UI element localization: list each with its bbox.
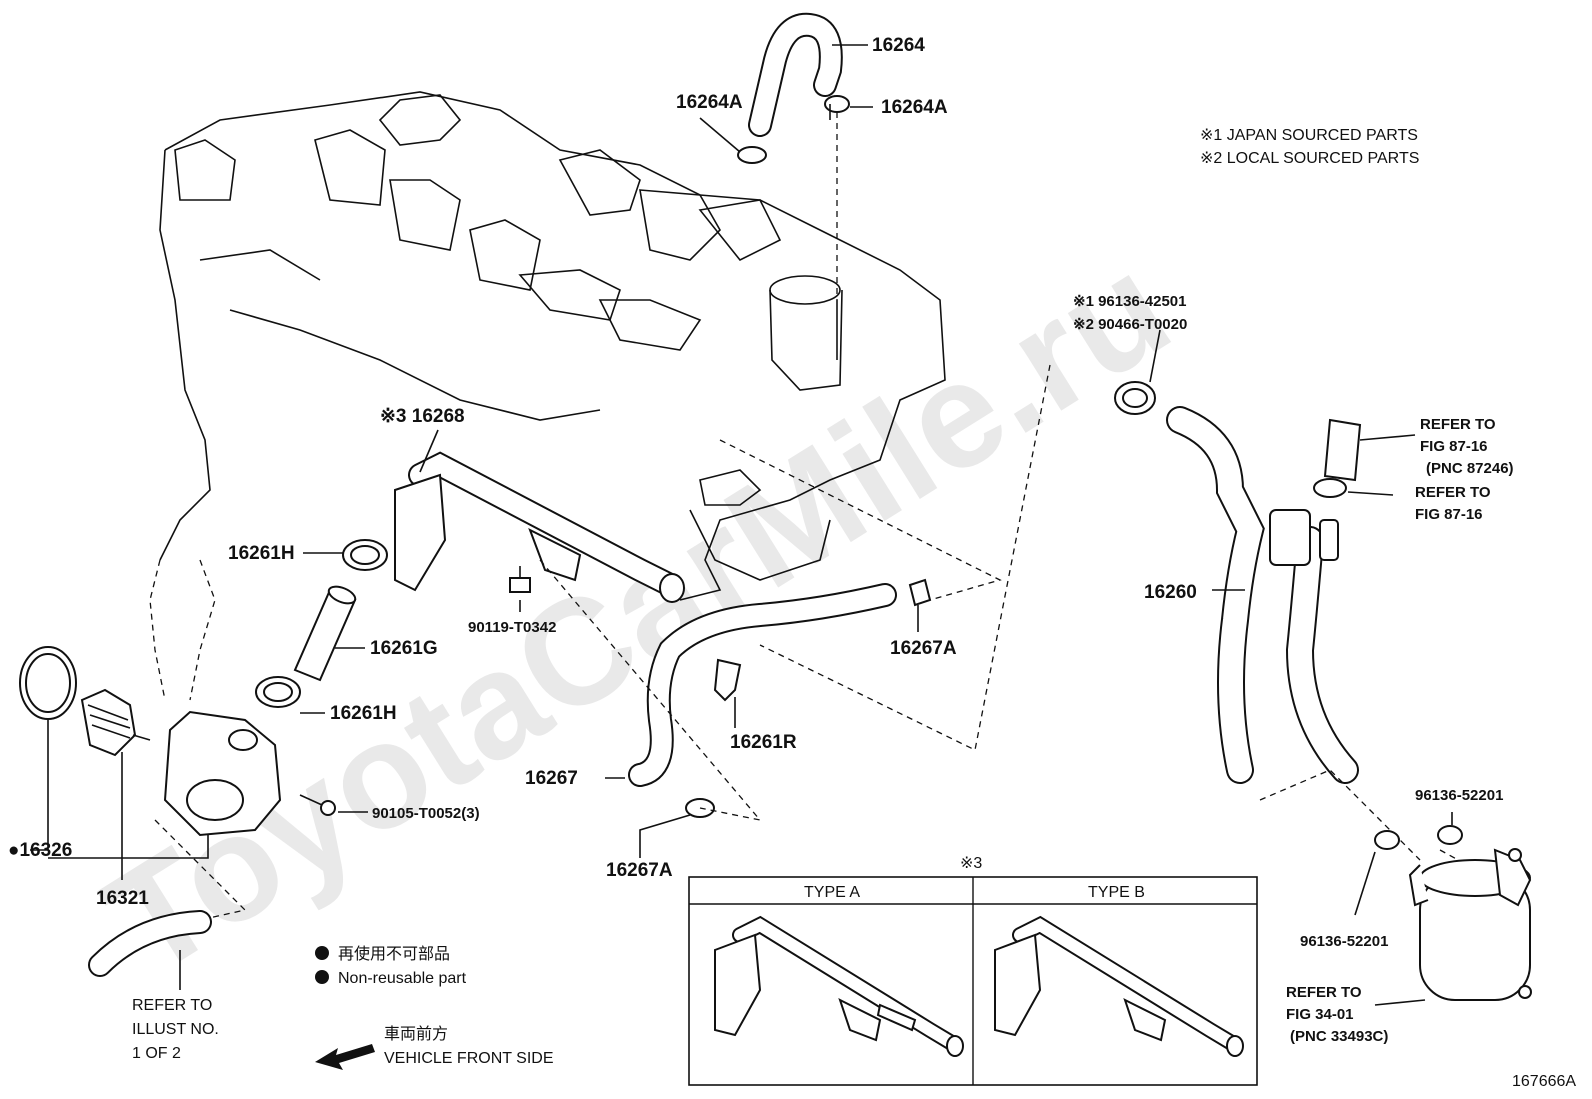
oil-cooler [1408, 848, 1532, 1001]
label-16321: 16321 [96, 888, 149, 909]
hose-16261G [293, 585, 357, 682]
label-16264A-upper: 16264A [676, 92, 743, 113]
label-16261G: 16261G [370, 638, 438, 659]
inset-pipe-types: ※3 TYPE A TYPE B [688, 855, 1258, 1086]
thermostat-16321-part [80, 688, 151, 757]
diagram-id: 167666A [1512, 1073, 1576, 1090]
clamp-16264A-lower [737, 146, 767, 164]
inset-mark: ※3 [960, 855, 982, 872]
pipe-type-b [994, 915, 1244, 1057]
type-a-label: TYPE A [804, 884, 860, 901]
label-16267: 16267 [525, 768, 578, 789]
label-96136-52201-upper: 96136-52201 [1415, 787, 1503, 804]
legend-en: Non-reusable part [338, 970, 467, 987]
label-16260: 16260 [1144, 582, 1197, 603]
label-96136-52201-lower: 96136-52201 [1300, 933, 1388, 950]
callout-labels: 16264 16264A 16264A ※3 16268 16261H 1626… [8, 35, 1514, 1045]
label-16267A-lower: 16267A [606, 860, 673, 881]
clamp-16261H-upper [342, 539, 388, 571]
front-jp: 車両前方 [384, 1025, 448, 1043]
label-16264: 16264 [872, 35, 925, 56]
pipe-type-a [714, 915, 964, 1057]
legend-non-reusable: 再使用不可部品 Non-reusable part [315, 945, 467, 987]
refer-illust-line1: REFER TO [132, 997, 212, 1014]
front-arrow-icon [315, 1044, 375, 1070]
label-96136-42501: ※1 96136-42501 [1073, 293, 1187, 310]
note-local-sourced: ※2 LOCAL SOURCED PARTS [1200, 150, 1419, 167]
hose-ref-illust [88, 910, 212, 977]
leader-lines [30, 44, 1453, 1006]
label-refer-to-87-a: REFER TO [1420, 416, 1496, 433]
pipe-16268 [394, 451, 685, 603]
label-16261H-lower: 16261H [330, 703, 397, 724]
hose-assembly-16260 [1166, 406, 1359, 784]
clamp-16261H-lower [255, 676, 301, 708]
refer-illust-line2: ILLUST NO. [132, 1021, 219, 1038]
watermark: ToyotaCarMile.ru [78, 221, 1197, 1007]
label-16261H-upper: 16261H [228, 543, 295, 564]
bolt-90119 [509, 566, 531, 593]
clamp-96136-52201-upper [1437, 825, 1463, 845]
label-pnc-87246: (PNC 87246) [1426, 460, 1514, 477]
bullet-icon [315, 970, 329, 984]
refer-illust-line3: 1 OF 2 [132, 1045, 181, 1062]
label-90105-T0052: 90105-T0052(3) [372, 805, 480, 822]
label-refer-to-34: REFER TO [1286, 984, 1362, 1001]
label-fig-34-01: FIG 34-01 [1286, 1006, 1354, 1023]
hose-16267 [628, 583, 897, 787]
hose-16264 [748, 12, 843, 137]
label-fig-87-16-a: FIG 87-16 [1420, 438, 1488, 455]
label-90466-T0020: ※2 90466-T0020 [1073, 316, 1187, 333]
pipe-ref-87-16 [1313, 418, 1362, 498]
bullet-icon [315, 946, 329, 960]
clamp-96136-42501 [1114, 381, 1156, 415]
gasket-16326 [19, 646, 77, 720]
clamp-16267A-upper [908, 578, 932, 607]
label-16268: ※3 16268 [380, 406, 465, 427]
label-refer-to-87-b: REFER TO [1415, 484, 1491, 501]
label-fig-87-16-b: FIG 87-16 [1415, 506, 1483, 523]
label-90119-T0342: 90119-T0342 [468, 619, 556, 636]
label-16267A-upper: 16267A [890, 638, 957, 659]
label-pnc-33493c: (PNC 33493C) [1290, 1028, 1388, 1045]
clamp-96136-52201-lower [1374, 830, 1400, 850]
clip-16261R [713, 658, 742, 702]
type-b-label: TYPE B [1088, 884, 1145, 901]
water-inlet-housing [163, 710, 282, 837]
note-japan-sourced: ※1 JAPAN SOURCED PARTS [1200, 127, 1418, 144]
label-16264A-right: 16264A [881, 97, 948, 118]
vehicle-front-indicator: 車両前方 VEHICLE FRONT SIDE [315, 1025, 554, 1070]
label-16326: ●16326 [8, 840, 72, 861]
bolt-90105 [299, 794, 336, 816]
legend-jp: 再使用不可部品 [338, 945, 450, 963]
label-16261R: 16261R [730, 732, 797, 753]
front-en: VEHICLE FRONT SIDE [384, 1050, 554, 1067]
engine-block [149, 91, 946, 701]
